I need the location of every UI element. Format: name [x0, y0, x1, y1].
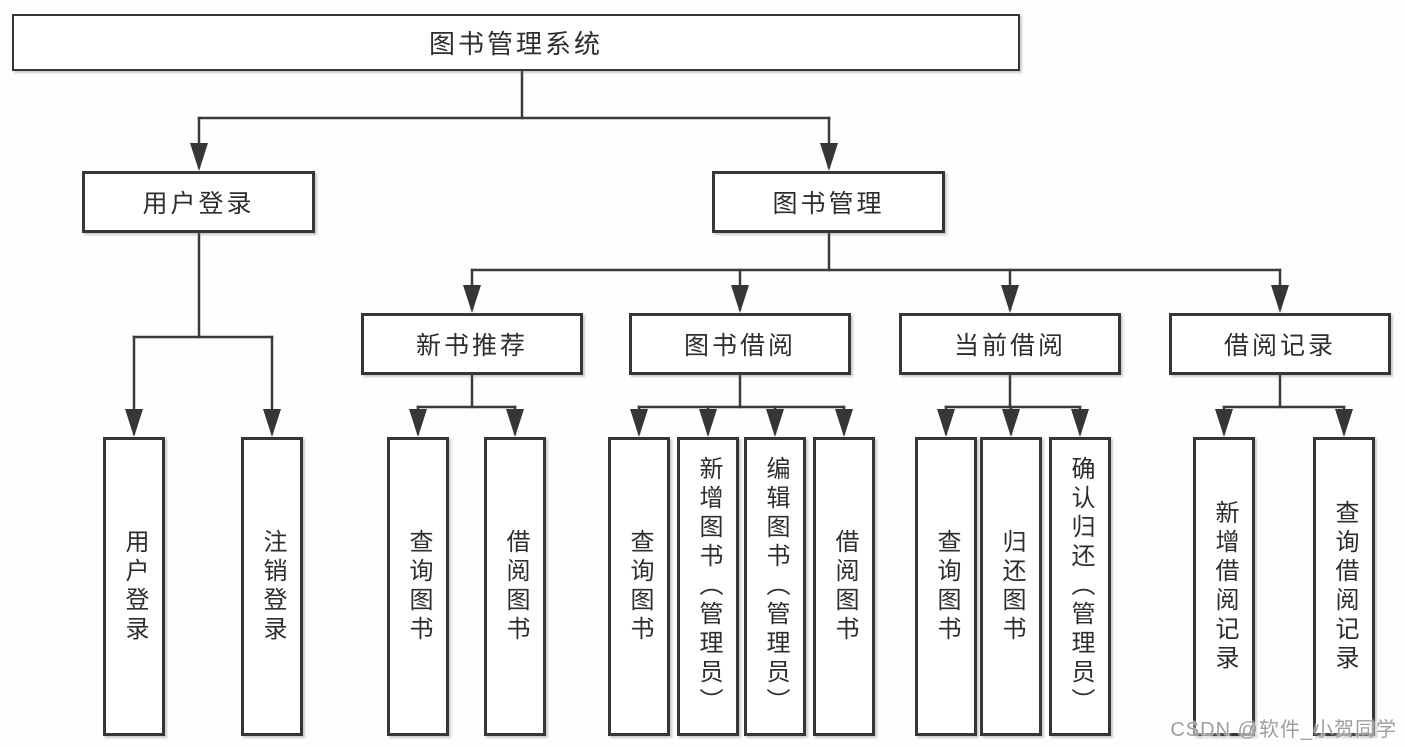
node-label: 查询图书	[405, 528, 432, 645]
leaf-borrowing-edit-book-admin: 编辑图书（管理员）	[744, 437, 806, 736]
node-label: 图书管理系统	[428, 29, 603, 59]
node-label: 新增图书（管理员）	[695, 456, 722, 717]
node-book-borrowing: 图书借阅	[629, 313, 851, 375]
node-book-management: 图书管理	[712, 171, 945, 233]
node-new-book-recommendation: 新书推荐	[361, 313, 583, 375]
node-label: 归还图书	[998, 528, 1025, 645]
node-borrowing-records: 借阅记录	[1169, 313, 1391, 375]
node-current-borrowing: 当前借阅	[899, 313, 1121, 375]
leaf-borrowing-query-book: 查询图书	[608, 437, 670, 736]
leaf-user-login: 用户登录	[103, 437, 165, 736]
node-library-management-system: 图书管理系统	[12, 14, 1020, 71]
node-label: 新书推荐	[415, 332, 528, 360]
leaf-records-add-record: 新增借阅记录	[1193, 437, 1255, 736]
node-user-login: 用户登录	[82, 171, 315, 233]
node-label: 借阅图书	[831, 528, 858, 645]
leaf-borrowing-borrow-book: 借阅图书	[813, 437, 875, 736]
node-label: 用户登录	[121, 528, 148, 645]
node-label: 当前借阅	[953, 332, 1066, 360]
node-label: 确认归还（管理员）	[1067, 456, 1094, 717]
node-label: 图书管理	[772, 190, 885, 218]
leaf-records-query-record: 查询借阅记录	[1313, 437, 1375, 736]
leaf-recommend-query-book: 查询图书	[387, 437, 449, 736]
node-label: 新增借阅记录	[1211, 499, 1238, 674]
node-label: 注销登录	[259, 528, 286, 645]
leaf-current-query-book: 查询图书	[915, 437, 977, 736]
node-label: 查询借阅记录	[1331, 499, 1358, 674]
node-label: 查询图书	[626, 528, 653, 645]
leaf-logout: 注销登录	[241, 437, 303, 736]
node-label: 查询图书	[933, 528, 960, 645]
node-label: 借阅图书	[502, 528, 529, 645]
csdn-watermark: CSDN @软件_小贺同学	[1170, 719, 1397, 741]
leaf-borrowing-add-book-admin: 新增图书（管理员）	[677, 437, 739, 736]
node-label: 借阅记录	[1223, 332, 1336, 360]
leaf-current-return-book: 归还图书	[980, 437, 1042, 736]
node-label: 编辑图书（管理员）	[762, 456, 789, 717]
node-label: 用户登录	[142, 190, 255, 218]
node-label: 图书借阅	[683, 332, 796, 360]
leaf-recommend-borrow-book: 借阅图书	[484, 437, 546, 736]
leaf-current-confirm-return-admin: 确认归还（管理员）	[1049, 437, 1111, 736]
